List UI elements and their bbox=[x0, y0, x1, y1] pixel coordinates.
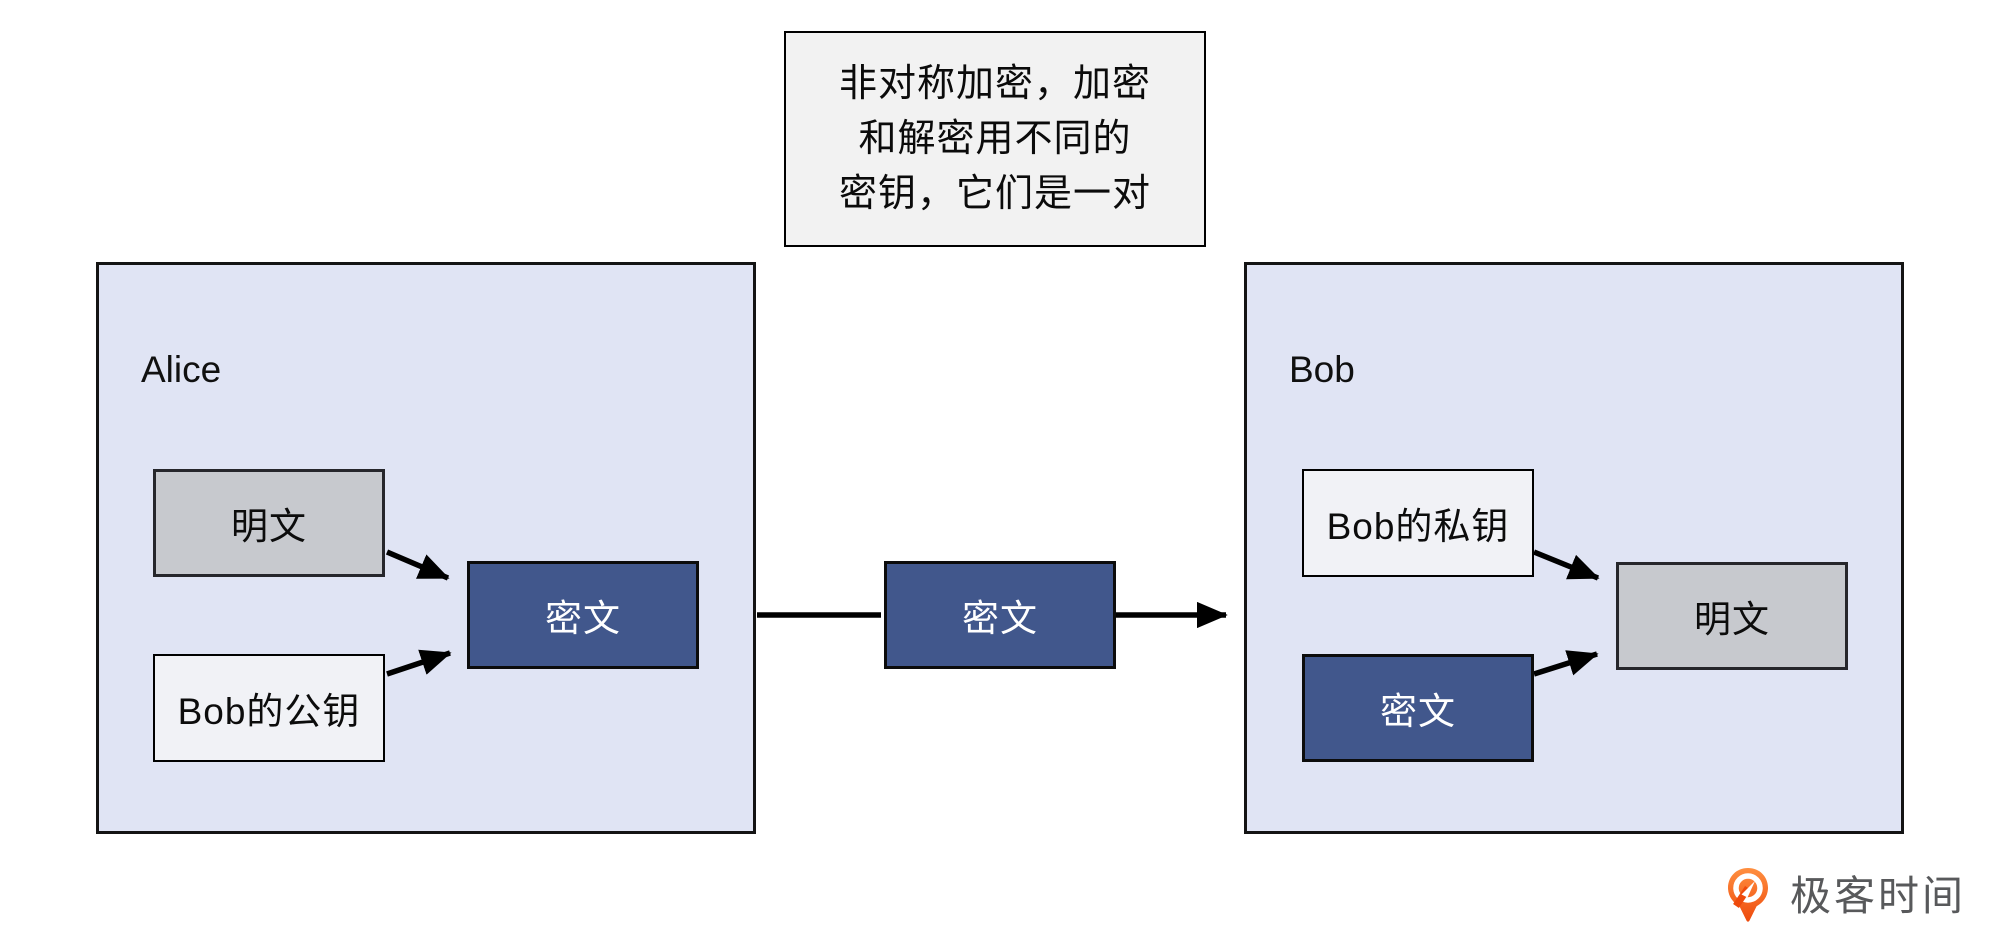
note-box: 非对称加密，加密 和解密用不同的 密钥，它们是一对 bbox=[784, 31, 1206, 247]
alice-plaintext-box: 明文 bbox=[153, 469, 385, 577]
alice-public-key-box: Bob的公钥 bbox=[153, 654, 385, 762]
bob-private-key-label: Bob的私钥 bbox=[1326, 506, 1510, 547]
geektime-logo: 极客时间 bbox=[1726, 866, 1966, 926]
alice-public-key-label: Bob的公钥 bbox=[177, 691, 361, 732]
bob-private-key-box: Bob的私钥 bbox=[1302, 469, 1534, 577]
bob-plaintext-label: 明文 bbox=[1694, 599, 1770, 640]
channel-ciphertext-box: 密文 bbox=[884, 561, 1116, 669]
bob-label: Bob bbox=[1289, 349, 1355, 390]
channel-ciphertext-label: 密文 bbox=[962, 598, 1038, 639]
bob-plaintext-box: 明文 bbox=[1616, 562, 1848, 670]
alice-plaintext-label: 明文 bbox=[231, 506, 307, 547]
bob-ciphertext-box: 密文 bbox=[1302, 654, 1534, 762]
note-line: 和解密用不同的 bbox=[858, 117, 1132, 160]
note-line: 密钥，它们是一对 bbox=[838, 172, 1151, 215]
note-line: 非对称加密，加密 bbox=[838, 62, 1151, 105]
alice-label: Alice bbox=[141, 349, 222, 390]
geektime-logo-text: 极客时间 bbox=[1790, 873, 1966, 919]
alice-ciphertext-box: 密文 bbox=[467, 561, 699, 669]
alice-ciphertext-label: 密文 bbox=[545, 598, 621, 639]
bob-ciphertext-label: 密文 bbox=[1380, 691, 1456, 732]
geektime-logo-icon bbox=[1728, 868, 1768, 922]
